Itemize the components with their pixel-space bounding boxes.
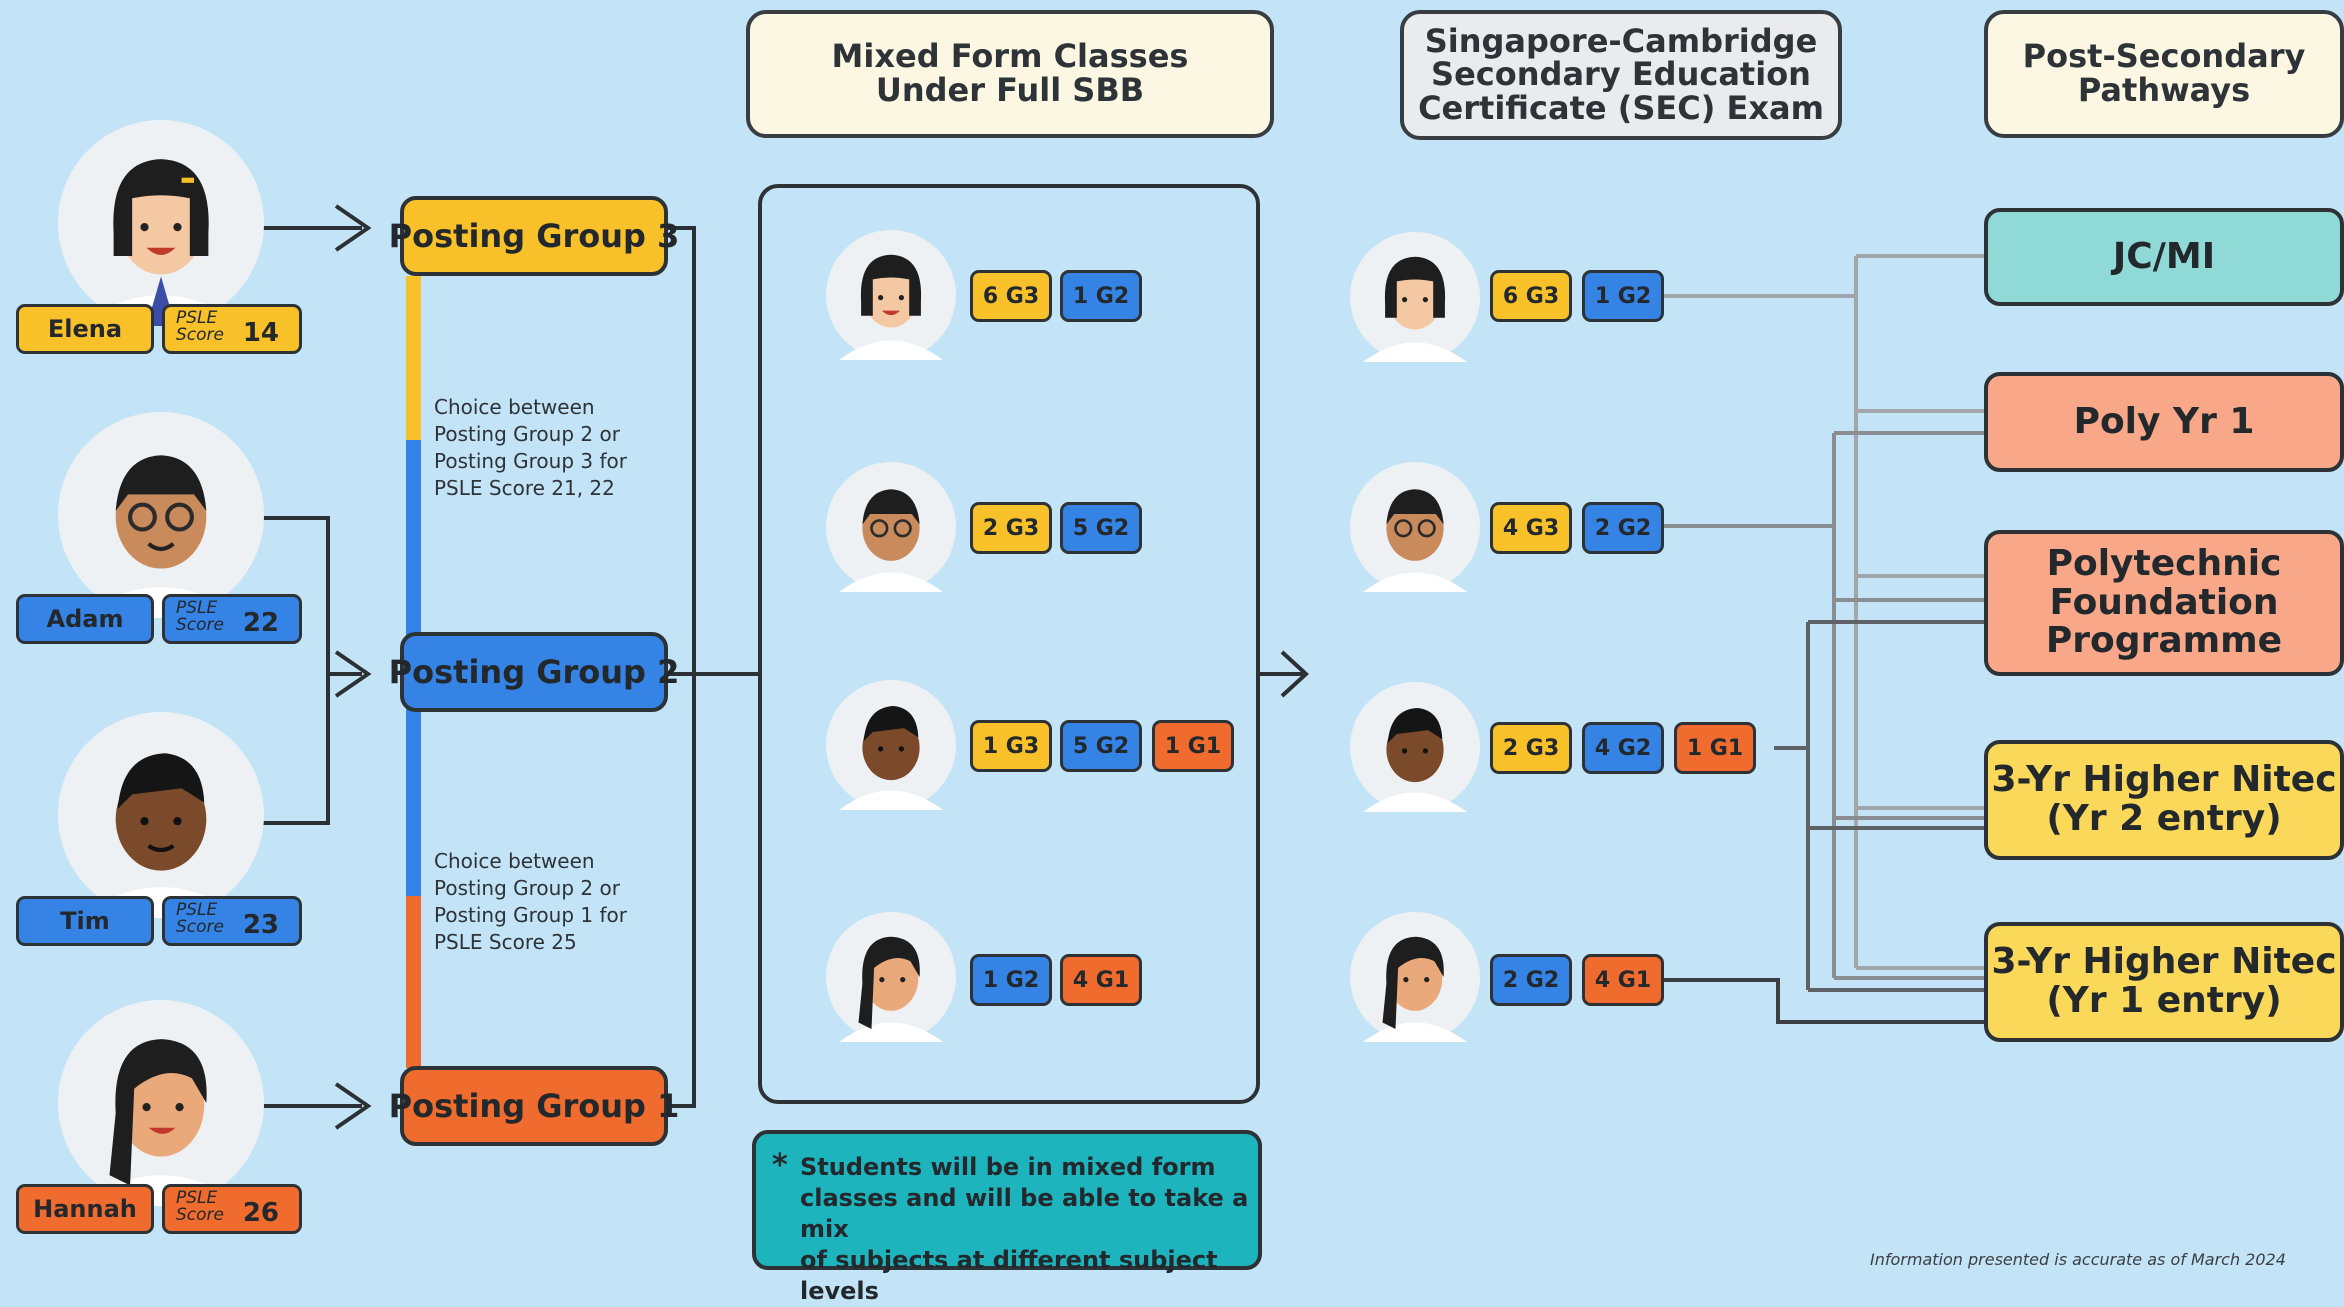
pathway-jc-mi: JC/MI xyxy=(1984,208,2344,306)
psle-score-tim: PSLE Score 23 xyxy=(162,896,302,946)
sec-avatar-tim xyxy=(1350,682,1480,812)
psle-score-adam: PSLE Score 22 xyxy=(162,594,302,644)
avatar-hannah xyxy=(58,1000,264,1206)
mixed-chip-elena-g2: 1 G2 xyxy=(1060,270,1142,322)
name-tag-hannah: Hannah xyxy=(16,1184,154,1234)
name-tag-tim: Tim xyxy=(16,896,154,946)
pathway-lines-row1 xyxy=(1664,254,1986,970)
mixed-chip-tim-g2: 5 G2 xyxy=(1060,720,1142,772)
mixed-avatar-elena xyxy=(826,230,956,360)
connector-lines xyxy=(262,204,1986,1130)
choice-note-pg2-pg1: Choice between Posting Group 2 or Postin… xyxy=(434,849,627,954)
mixed-chip-hannah-g1: 4 G1 xyxy=(1060,954,1142,1006)
sec-chip-hannah-g2: 2 G2 xyxy=(1490,954,1572,1006)
sec-chip-tim-g1: 1 G1 xyxy=(1674,722,1756,774)
arrowhead-hannah xyxy=(334,1082,372,1130)
mixed-chip-hannah-g2: 1 G2 xyxy=(970,954,1052,1006)
sec-avatar-adam xyxy=(1350,462,1480,592)
pathway-polytechnic-foundation: Polytechnic Foundation Programme xyxy=(1984,530,2344,676)
avatar-tim xyxy=(58,712,264,918)
psle-score-label: PSLE Score xyxy=(176,1188,224,1225)
psle-score-value: 14 xyxy=(242,318,279,348)
mixed-chip-adam-g3: 2 G3 xyxy=(970,502,1052,554)
stripe-g3 xyxy=(406,276,421,440)
arrowhead-pg2 xyxy=(334,650,372,698)
mixed-avatar-adam xyxy=(826,462,956,592)
psle-score-value: 23 xyxy=(242,910,279,940)
psle-score-label: PSLE Score xyxy=(176,308,224,345)
psle-score-label: PSLE Score xyxy=(176,900,224,937)
choice-note-pg2-pg3: Choice between Posting Group 2 or Postin… xyxy=(434,395,627,500)
mixed-avatar-hannah xyxy=(826,912,956,1042)
note-text: Students will be in mixed form classes a… xyxy=(800,1153,1249,1305)
posting-group-3: Posting Group 3 xyxy=(389,196,679,276)
psle-score-label: PSLE Score xyxy=(176,598,224,635)
pathway-lines-row4 xyxy=(1664,978,1986,1024)
bracket-adam-tim xyxy=(262,516,362,825)
posting-group-1: Posting Group 1 xyxy=(389,1066,679,1146)
bracket-pg-to-mixed xyxy=(666,226,760,1108)
psle-score-value: 26 xyxy=(242,1198,279,1228)
sec-avatar-elena xyxy=(1350,232,1480,362)
mixed-chip-adam-g2: 5 G2 xyxy=(1060,502,1142,554)
psle-score-value: 22 xyxy=(242,608,279,638)
stripe-g1 xyxy=(406,896,421,1068)
header-post-secondary: Post-Secondary Pathways xyxy=(1984,10,2344,138)
pathway-lines-row3 xyxy=(1774,620,1986,992)
avatar-adam xyxy=(58,412,264,618)
footer-note: Information presented is accurate as of … xyxy=(1870,1250,2286,1269)
posting-group-2: Posting Group 2 xyxy=(389,632,679,712)
psle-score-elena: PSLE Score 14 xyxy=(162,304,302,354)
mixed-classes-note: * Students will be in mixed form classes… xyxy=(752,1130,1262,1305)
name-tag-adam: Adam xyxy=(16,594,154,644)
sec-chip-elena-g2: 1 G2 xyxy=(1582,270,1664,322)
pathway-poly-yr1: Poly Yr 1 xyxy=(1984,372,2344,472)
pathway-higher-nitec-yr1: 3-Yr Higher Nitec (Yr 1 entry) xyxy=(1984,922,2344,1042)
sbb-diagram: Mixed Form Classes Under Full SBB Singap… xyxy=(16,10,2344,1305)
sec-chip-elena-g3: 6 G3 xyxy=(1490,270,1572,322)
header-mixed-form-classes: Mixed Form Classes Under Full SBB xyxy=(746,10,1274,138)
mixed-classes-panel xyxy=(758,184,1260,1104)
note-asterisk: * xyxy=(772,1148,788,1183)
header-sec-exam: Singapore-Cambridge Secondary Education … xyxy=(1400,10,1842,140)
psle-score-hannah: PSLE Score 26 xyxy=(162,1184,302,1234)
mixed-chip-tim-g3: 1 G3 xyxy=(970,720,1052,772)
arrowhead-elena xyxy=(334,204,372,252)
mixed-chip-elena-g3: 6 G3 xyxy=(970,270,1052,322)
pathway-lines-row2 xyxy=(1664,431,1986,980)
mixed-avatar-tim xyxy=(826,680,956,810)
pathway-higher-nitec-yr2: 3-Yr Higher Nitec (Yr 2 entry) xyxy=(1984,740,2344,860)
sec-chip-adam-g2: 2 G2 xyxy=(1582,502,1664,554)
arrowhead-mixed-to-sec xyxy=(1280,650,1309,698)
sec-avatar-hannah xyxy=(1350,912,1480,1042)
avatar-elena xyxy=(58,120,264,326)
sec-chip-tim-g2: 4 G2 xyxy=(1582,722,1664,774)
sec-chip-tim-g3: 2 G3 xyxy=(1490,722,1572,774)
mixed-chip-tim-g1: 1 G1 xyxy=(1152,720,1234,772)
sec-chip-hannah-g1: 4 G1 xyxy=(1582,954,1664,1006)
name-tag-elena: Elena xyxy=(16,304,154,354)
sec-chip-adam-g3: 4 G3 xyxy=(1490,502,1572,554)
